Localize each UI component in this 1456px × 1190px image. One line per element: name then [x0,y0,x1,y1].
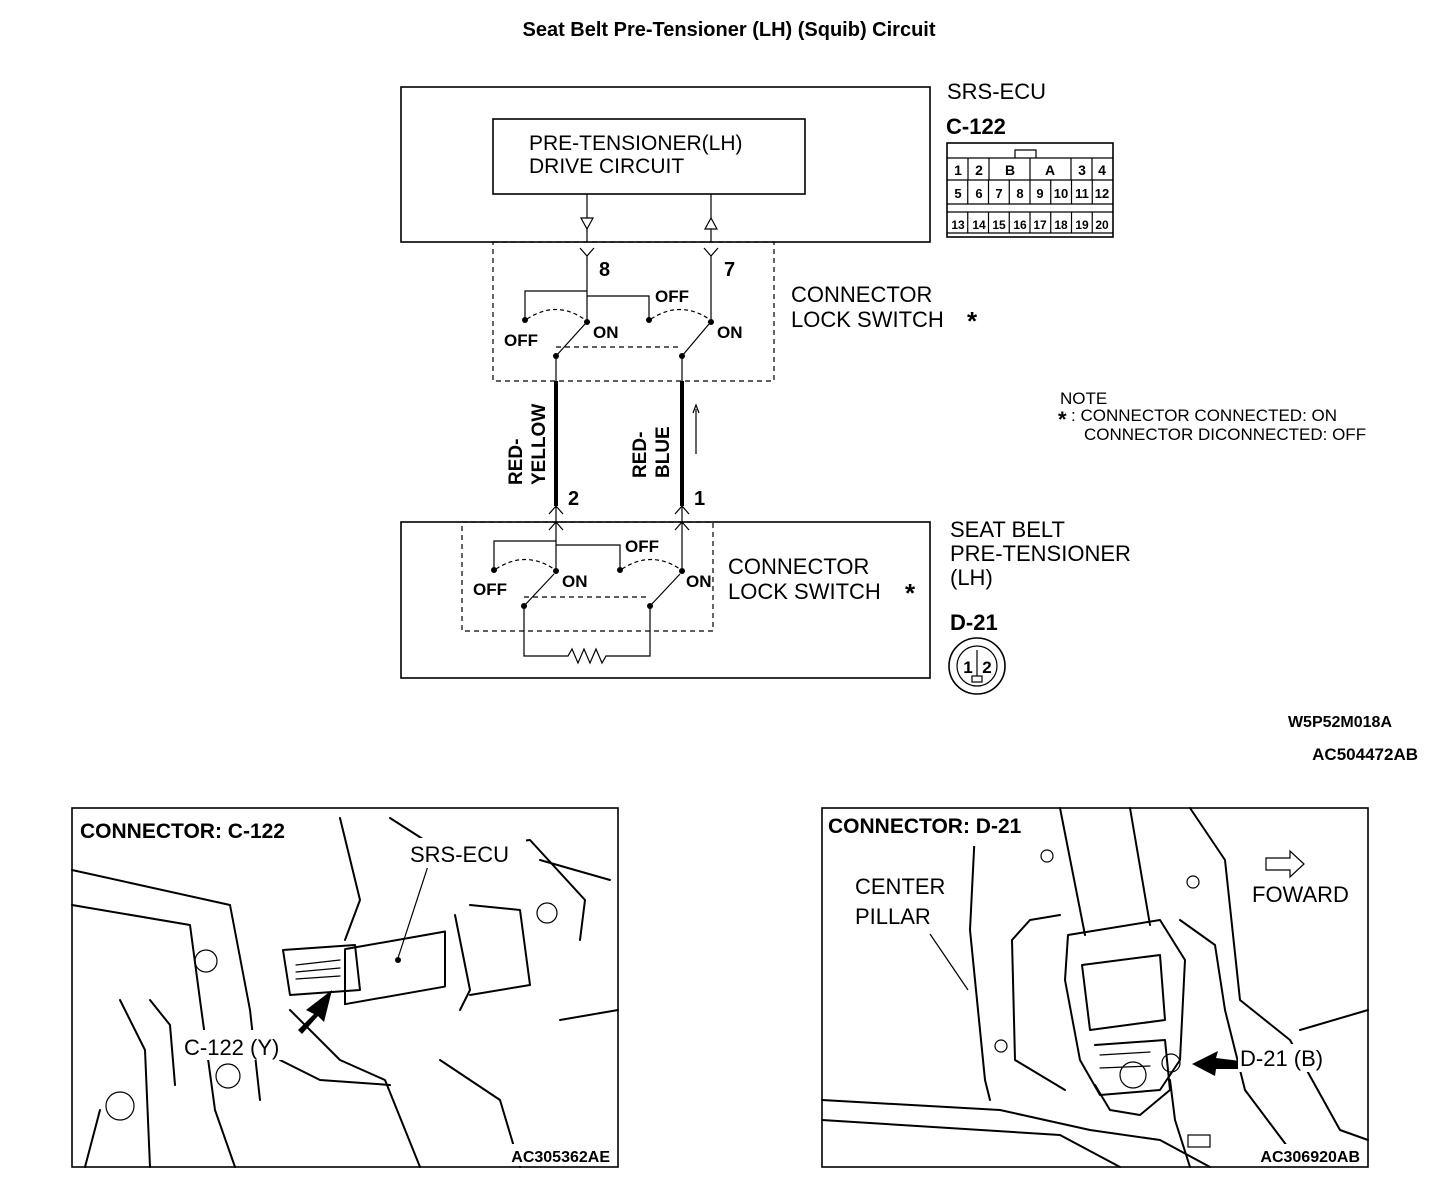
bottom-off-right: OFF [625,537,659,556]
top-switch-label-2: LOCK SWITCH [791,307,944,332]
photo-right-forward-label: FOWARD [1252,882,1349,907]
drive-circuit-box [492,118,806,195]
photo-left-sketch [71,817,619,1168]
note-star: * [1058,407,1067,432]
bottom-switch-label-2: LOCK SWITCH [728,579,881,604]
bottom-off-left: OFF [473,580,507,599]
top-switch-star: * [967,306,978,336]
c122-pin-3: 3 [1078,162,1086,178]
input-arrow-up [703,216,719,230]
wire-2-color-line2: YELLOW [529,404,550,485]
srs-ecu-label: SRS-ECU [947,79,1046,104]
c122-pin-5: 5 [954,186,961,201]
photo-right-code: AC306920AB [1260,1149,1360,1166]
note-heading: NOTE [1060,389,1107,408]
c122-pin-18: 18 [1054,218,1068,232]
drive-circuit-line2: DRIVE CIRCUIT [529,155,684,178]
pin-1-label: 1 [694,488,705,510]
diagram-title: Seat Belt Pre-Tensioner (LH) (Squib) Cir… [523,19,936,41]
pretensioner-name-3: (LH) [950,565,993,590]
c122-pin-2: 2 [975,162,983,178]
c122-pin-14: 14 [972,218,986,232]
c122-pin-19: 19 [1075,218,1089,232]
top-off-left: OFF [504,331,538,350]
c122-label: C-122 [946,114,1006,139]
forward-arrow-icon [1265,849,1305,879]
squib-resistor [523,606,651,665]
d21-pointer-arrow [1192,1051,1240,1076]
bottom-switch-label-1: CONNECTOR [728,554,869,579]
photo-left-panel [71,807,619,1168]
c122-pin-16: 16 [1013,218,1027,232]
wire-1-color-line2: BLUE [653,426,674,478]
c122-pin-8: 8 [1016,186,1023,201]
bottom-on-right: ON [686,572,712,591]
photo-right-header: CONNECTOR: D-21 [828,815,1022,838]
note-line-1: : CONNECTOR CONNECTED: ON [1071,406,1337,425]
output-arrow-down [579,217,595,231]
diagram-code: W5P52M018A [1288,714,1392,731]
pin-8-label: 8 [599,259,610,281]
c122-pin-12: 12 [1095,186,1109,201]
top-on-right: ON [717,323,743,342]
wire-1-color-line1: RED- [630,432,651,478]
c122-pin-15: 15 [992,218,1006,232]
c122-pin-7: 7 [995,186,1002,201]
d21-pin-2: 2 [982,658,991,677]
top-lock-switch [492,241,775,382]
top-off-right: OFF [655,287,689,306]
bottom-switch-star: * [905,578,916,608]
figure-code: AC504472AB [1312,745,1418,764]
c122-pin-17: 17 [1033,218,1047,232]
c122-pin-b: B [1005,162,1015,178]
c122-pin-11: 11 [1075,186,1089,201]
current-arrow-head [692,403,700,414]
d21-pin-1: 1 [963,658,972,677]
d21-label: D-21 [950,610,998,635]
c122-pin-6: 6 [975,186,982,201]
photo-right-pillar-2: PILLAR [855,904,931,929]
c122-connector-face [946,142,1114,238]
photo-left-header: CONNECTOR: C-122 [80,820,285,843]
photo-right-sketch [821,807,1369,1168]
pin-7-label: 7 [724,259,735,281]
pin-2-label: 2 [568,488,579,510]
c122-pin-20: 20 [1095,218,1109,232]
c122-pin-1: 1 [954,162,962,178]
top-switch-label-1: CONNECTOR [791,282,932,307]
photo-left-code: AC305362AE [511,1149,610,1166]
ecu-leader-line [397,865,429,959]
c122-pin-13: 13 [951,218,965,232]
c122-pin-4: 4 [1098,162,1106,178]
c122-pointer-arrow [298,990,332,1034]
bottom-on-left: ON [562,572,588,591]
drive-circuit-line1: PRE-TENSIONER(LH) [529,132,743,155]
photo-right-conn-label: D-21 (B) [1240,1046,1323,1071]
bottom-lock-switch [461,505,714,665]
pretensioner-box [400,521,931,679]
c122-pin-10: 10 [1054,186,1068,201]
pretensioner-name-1: SEAT BELT [950,517,1065,542]
c122-pin-9: 9 [1036,186,1043,201]
photo-left-ecu-label: SRS-ECU [410,842,509,867]
d21-connector-face [948,637,1006,695]
pillar-leader-line [929,933,969,991]
photo-right-pillar-1: CENTER [855,874,945,899]
pretensioner-name-2: PRE-TENSIONER [950,541,1131,566]
photo-left-conn-label: C-122 (Y) [184,1035,279,1060]
c122-pin-a: A [1045,162,1055,178]
photo-right-panel [821,807,1369,1168]
note-line-2: CONNECTOR DICONNECTED: OFF [1084,425,1366,444]
wire-2-color-line1: RED- [506,439,527,485]
top-on-left: ON [593,323,619,342]
